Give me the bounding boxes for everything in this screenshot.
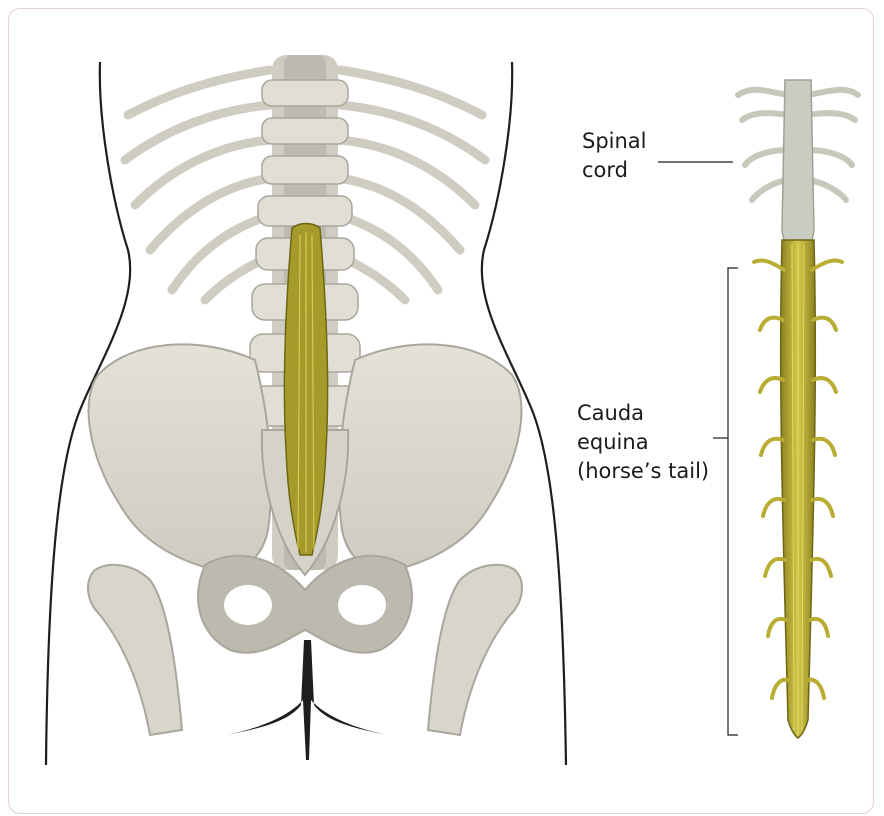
cauda-equina-in-situ	[284, 224, 327, 556]
spinal-cord-isolated	[738, 80, 858, 260]
buttock-crease	[226, 640, 388, 760]
cauda-equina-bracket	[728, 268, 738, 735]
cauda-equina-label-line-3: (horse’s tail)	[577, 457, 709, 486]
spinal-cord-label-line-1: Spinal	[582, 127, 647, 156]
spinal-cord-label: Spinal cord	[582, 127, 647, 185]
cauda-equina-isolated	[754, 240, 842, 738]
cauda-equina-label: Cauda equina (horse’s tail)	[577, 399, 709, 486]
cauda-equina-label-line-1: Cauda	[577, 399, 709, 428]
spinal-cord-label-line-2: cord	[582, 156, 647, 185]
cauda-equina-label-line-2: equina	[577, 428, 709, 457]
